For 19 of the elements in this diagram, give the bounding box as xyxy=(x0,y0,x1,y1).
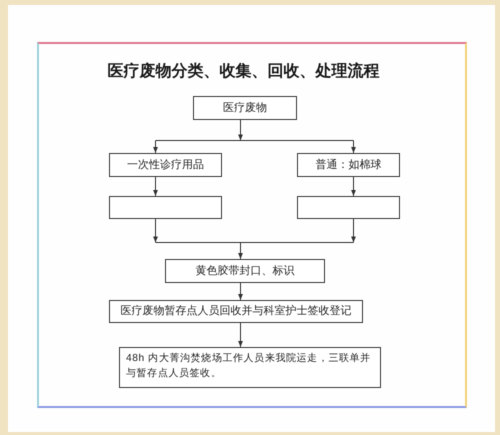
process-box: 医疗废物暂存点人员回收并与科室护士签收登记 xyxy=(109,300,363,323)
arrow xyxy=(238,322,243,348)
arrow xyxy=(155,242,354,260)
empty-box xyxy=(109,196,222,219)
process-box: 黄色胶带封口、标识 xyxy=(165,259,325,283)
process-box: 48h 内大菁沟焚烧场工作人员来我院运走，三联单并与暂存点人员签收。 xyxy=(119,347,381,388)
process-box: 普通：如棉球 xyxy=(297,153,400,177)
arrow xyxy=(238,282,243,300)
arrow xyxy=(155,120,354,141)
empty-box xyxy=(297,196,400,219)
arrow xyxy=(153,218,158,243)
process-box: 一次性诊疗用品 xyxy=(109,153,222,177)
arrow xyxy=(351,176,356,196)
arrow xyxy=(153,176,158,196)
arrow xyxy=(351,218,356,243)
process-box: 医疗废物 xyxy=(193,96,297,120)
arrow xyxy=(351,140,356,154)
title: 医疗废物分类、收集、回收、处理流程 xyxy=(106,62,380,82)
arrow xyxy=(153,140,158,154)
